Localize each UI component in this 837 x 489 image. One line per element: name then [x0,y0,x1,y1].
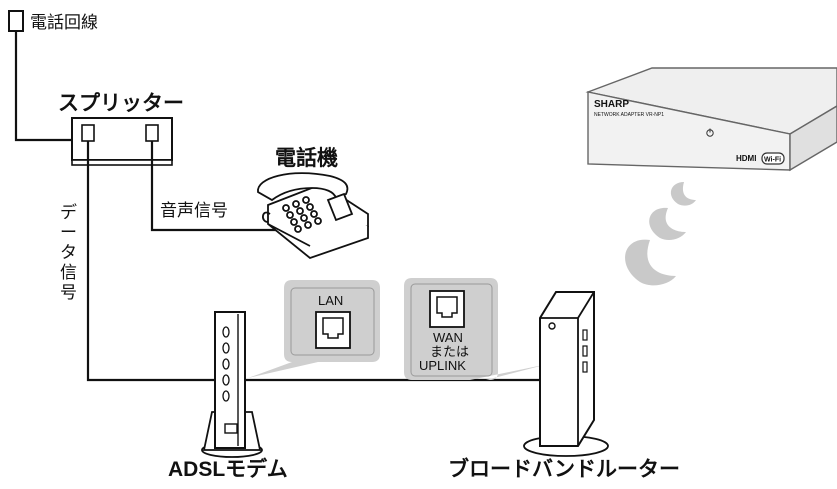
adsl-modem-icon [201,311,263,458]
phone-line-label: 電話回線 [30,13,98,32]
network-adapter-device: SHARP NETWORK ADAPTER VR-NP1 HDMI Wi-Fi [585,67,837,172]
wan-port-label-uplink: UPLINK [419,358,466,373]
power-icon [706,128,714,137]
data-signal-char: デ [60,202,77,222]
data-signal-char: 信 [60,263,77,282]
lan-port-icon [315,311,351,349]
adsl-modem-label: ADSLモデム [168,457,288,481]
phone-line-cable [14,31,74,142]
telephone-icon [257,172,369,260]
wifi-logo-text: Wi-Fi [764,157,781,164]
broadband-router-icon [523,291,609,457]
voice-signal-cable [150,141,300,232]
data-signal-char: ー [60,223,77,242]
splitter-label: スプリッター [58,92,184,115]
voice-signal-label: 音声信号 [160,201,228,220]
lan-port-label: LAN [318,293,343,308]
wifi-logo-icon: Wi-Fi [761,152,785,165]
lan-port-callout: LAN [248,280,380,378]
data-signal-cable [86,141,214,382]
telephone-label: 電話機 [275,146,338,170]
data-signal-label: デ ー タ 信 号 [60,202,77,302]
wan-port-label-or: または [430,344,469,359]
device-brand: SHARP [594,99,629,110]
phone-line-jack-icon [8,10,24,32]
wan-port-callout: WAN または UPLINK [404,278,548,380]
data-signal-char: 号 [60,283,77,302]
broadband-router-label: ブロードバンドルーター [448,457,680,481]
data-signal-char: タ [60,243,77,262]
wan-port-icon [429,290,465,328]
device-model: NETWORK ADAPTER VR-NP1 [594,112,664,118]
hdmi-logo: HDMI [736,154,756,163]
wireless-signal-icon [625,182,696,286]
wan-port-label: WAN [433,330,463,345]
